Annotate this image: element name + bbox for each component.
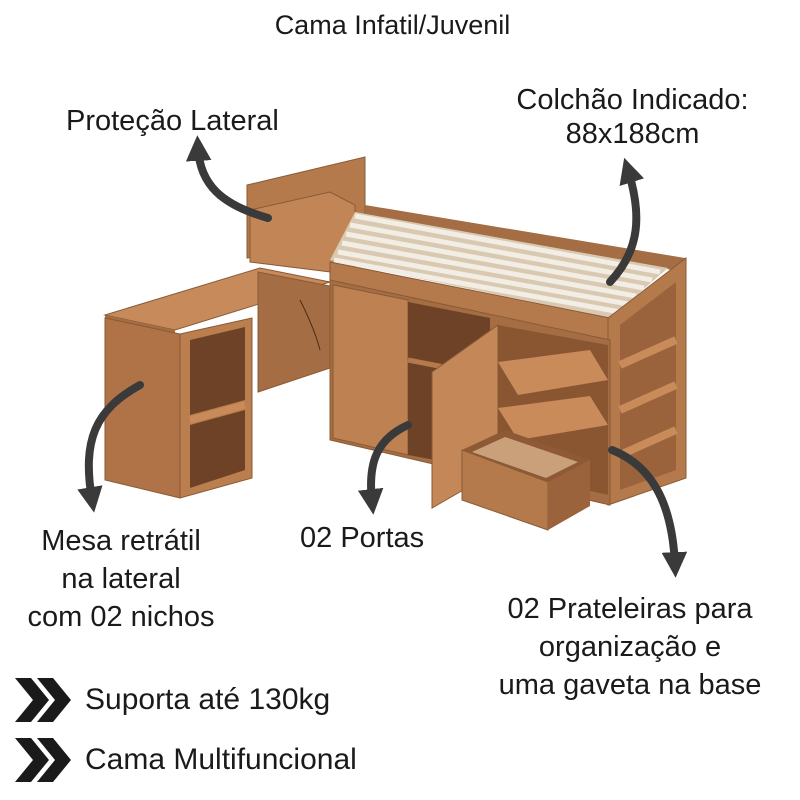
label-prateleiras: 02 Prateleiras para organização e uma ga… [470,590,790,704]
label-mesa-retratil: Mesa retrátil na lateral com 02 nichos [10,522,232,636]
desk-back-panel [257,271,331,393]
drawer-inner [472,437,578,478]
feature-text: Cama Multifuncional [85,743,357,776]
desk-niche-lower [190,410,245,488]
callout-arrows [77,135,688,578]
label-colchao-line2: 88x188cm [565,118,700,150]
label-prateleiras-line1: 02 Prateleiras para [507,593,753,625]
bed-slats [333,213,661,315]
shelf-2 [498,396,608,440]
double-chevron-right-icon [15,678,71,722]
label-mesa-line3: com 02 nichos [27,601,215,633]
label-protecao-lateral: Proteção Lateral [66,105,279,137]
label-colchao-line1: Colchão Indicado: [516,84,749,116]
drawer-side [548,460,590,530]
feature-item: Cama Multifuncional [15,738,357,782]
arrow-mesa-icon [77,381,144,513]
label-portas: 02 Portas [300,522,425,554]
desk-cabinet-side [104,317,181,499]
bed-back-rail [365,205,685,272]
page-title: Cama Infatil/Juvenil [274,10,511,40]
loft-bed [103,156,687,531]
arrow-colchao-icon [606,157,645,286]
shelf-1 [498,350,608,395]
double-chevron-right-icon [15,738,71,782]
label-prateleiras-line2: organização e [538,631,722,663]
label-colchao-indicado: Colchão Indicado: 88x188cm [495,83,770,151]
label-mesa-line1: Mesa retrátil [41,525,201,557]
arrow-protecao-icon [185,135,272,222]
label-mesa-line2: na lateral [61,563,181,595]
arrow-portas-icon [357,421,412,515]
label-prateleiras-line3: uma gaveta na base [498,669,762,701]
feature-item: Suporta até 130kg [15,678,330,722]
desk-niche-upper [190,327,245,415]
feature-text: Suporta até 130kg [85,683,331,716]
arrow-prateleiras-icon [608,446,688,578]
